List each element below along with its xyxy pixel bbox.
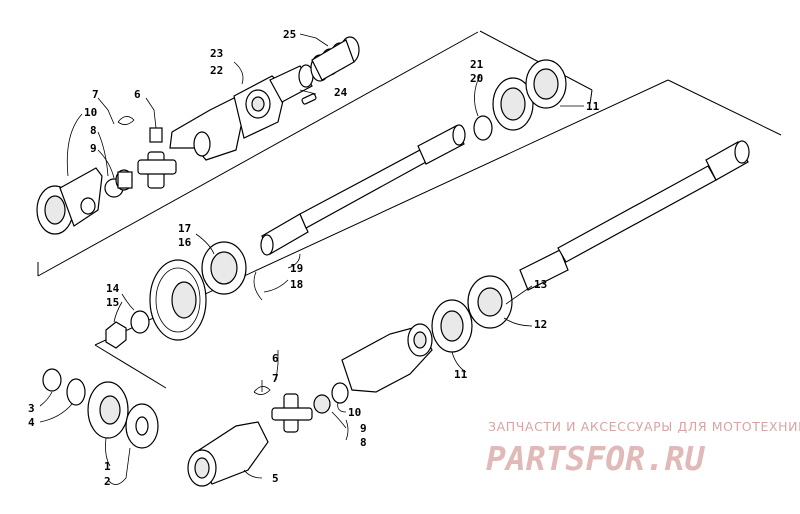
- washer: [130, 310, 150, 334]
- callout-4: 4: [28, 416, 35, 429]
- callout-6-lower: 6: [272, 352, 279, 365]
- o-ring: [473, 115, 493, 141]
- retaining-ring: [253, 271, 263, 301]
- callout-10: 10: [84, 106, 97, 119]
- callout-12: 12: [534, 318, 547, 331]
- drive-shaft-long: [519, 140, 750, 291]
- callout-7-lower: 7: [272, 372, 279, 385]
- watermark: ЗАПЧАСТИ И АКСЕССУАРЫ ДЛЯ МОТОТЕХНИКИ PA…: [486, 419, 800, 478]
- callout-8-lower: 8: [360, 436, 367, 449]
- callout-3: 3: [28, 402, 35, 415]
- callout-22: 22: [210, 64, 223, 77]
- pinion-gear-assembly: [42, 368, 159, 449]
- callout-9-lower: 9: [360, 422, 367, 435]
- upper-yoke-assembly: [36, 36, 360, 235]
- callout-1: 1: [104, 460, 111, 473]
- snap-ring: [117, 116, 135, 125]
- callout-6: 6: [134, 88, 141, 101]
- callout-16: 16: [178, 236, 192, 249]
- callout-5: 5: [272, 472, 279, 485]
- callout-25: 25: [283, 28, 296, 41]
- lower-yoke-assembly: [187, 323, 433, 487]
- hex-nut: [105, 321, 127, 349]
- bearing-seal-upper: [473, 59, 567, 141]
- slip-yoke: [169, 97, 245, 161]
- callout-19: 19: [290, 262, 303, 275]
- ring-gear-assembly: [105, 241, 263, 349]
- callout-10-lower: 10: [348, 406, 361, 419]
- callout-7: 7: [92, 88, 99, 101]
- bearing-ring: [331, 382, 349, 404]
- callout-20: 20: [470, 72, 483, 85]
- callout-2: 2: [104, 475, 111, 488]
- callout-18: 18: [290, 278, 303, 291]
- callout-8: 8: [90, 124, 97, 137]
- callout-labels: 25 23 22 6 7 10 8 9 24 21 20 11 17 16 19…: [28, 28, 600, 488]
- callout-13: 13: [534, 278, 547, 291]
- drive-shaft-middle: [260, 124, 466, 256]
- callout-23: 23: [210, 47, 223, 60]
- callout-15: 15: [106, 296, 119, 309]
- callout-24: 24: [334, 86, 348, 99]
- bearing-cap: [313, 394, 331, 414]
- shim: [66, 378, 86, 406]
- callout-14: 14: [106, 282, 120, 295]
- callout-9: 9: [90, 142, 97, 155]
- callout-17: 17: [178, 222, 191, 235]
- watermark-logo: PARTSFOR.RU: [486, 439, 706, 478]
- callout-21: 21: [470, 58, 484, 71]
- bolt: [301, 93, 317, 105]
- callout-11-upper: 11: [586, 100, 600, 113]
- watermark-tagline: ЗАПЧАСТИ И АКСЕССУАРЫ ДЛЯ МОТОТЕХНИКИ: [488, 419, 800, 434]
- leader-lines: [39, 33, 584, 485]
- snap-ring: [253, 386, 271, 395]
- seal: [42, 368, 62, 392]
- callout-11-lower: 11: [454, 368, 468, 381]
- dust-boot: [310, 36, 360, 82]
- bearing-seal-lower: [431, 275, 513, 353]
